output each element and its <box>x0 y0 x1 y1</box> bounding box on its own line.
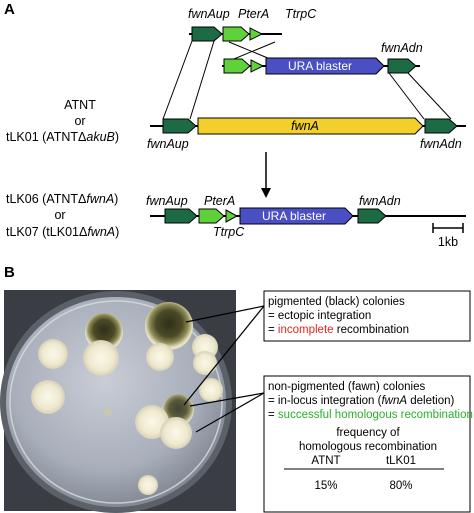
genome-label-fwnadn: fwnAdn <box>420 137 462 151</box>
fawn-colony-small <box>104 408 112 416</box>
scale-bar <box>432 223 464 233</box>
pterA-block <box>222 26 250 42</box>
fawn-info-box <box>263 375 471 513</box>
fawn-colony <box>199 378 223 402</box>
genome-fwnadn-block <box>424 118 458 134</box>
box2-line2: = in-locus integration (fwnA deletion) <box>268 395 455 407</box>
fwnaup-block <box>191 26 223 42</box>
freq-col-atnt: ATNT <box>311 455 340 467</box>
pointer-lines <box>183 305 265 433</box>
pigmented-colony-2 <box>145 302 193 350</box>
strain-tlk01: tLK01 (ATNTΔakuB) <box>6 130 119 144</box>
result-fwnadn-block <box>357 208 387 224</box>
recombination-lines <box>162 40 452 120</box>
fawn-colony <box>193 351 217 375</box>
freq-col-tlk01: tLK01 <box>386 455 416 467</box>
box2-line3: = successful homologous recombination <box>268 409 473 421</box>
pterA-block-2 <box>223 58 251 74</box>
result-label-fwnaup: fwnAup <box>146 194 188 208</box>
genome-fwnaup-block <box>162 118 197 134</box>
strain-tlk07: tLK07 (tLK01ΔfwnA) <box>6 225 119 239</box>
result-label-pterA: PterA <box>204 194 235 208</box>
result-label-ttrpC: TtrpC <box>213 225 245 239</box>
fwnadn-block <box>387 58 417 74</box>
fawn-colony <box>160 417 192 449</box>
pigmented-info-box <box>263 290 471 342</box>
ura-blaster-label: URA blaster <box>288 59 352 73</box>
genome-label-fwnaup: fwnAup <box>147 137 189 151</box>
petri-dish-photo <box>0 290 236 513</box>
strain-atnt: ATNT <box>64 98 96 112</box>
construct-label-fwnadn: fwnAdn <box>381 41 423 55</box>
fwna-gene-block <box>197 117 424 135</box>
fwna-gene-label: fwnA <box>291 119 319 133</box>
genome-locus: fwnA <box>150 117 466 135</box>
ura-blaster-block <box>265 57 385 75</box>
strain-tlk06: tLK06 (ATNTΔfwnA) <box>6 192 118 206</box>
fawn-colony <box>83 340 119 376</box>
result-pterA-block <box>198 208 225 224</box>
construct-second-row: URA blaster <box>222 57 420 75</box>
box2-line1: non-pigmented (fawn) colonies <box>268 381 426 393</box>
result-fwnaup-block <box>164 208 198 224</box>
fawn-colony <box>146 343 174 371</box>
result-ura-label: URA blaster <box>262 209 326 223</box>
panel-b-label: B <box>4 264 15 281</box>
strain-or-1: or <box>74 114 85 128</box>
freq-val-atnt: 15% <box>314 480 337 492</box>
construct-label-pterA: PterA <box>238 7 269 21</box>
result-locus: URA blaster <box>150 207 466 225</box>
strain-or-2: or <box>54 208 65 222</box>
freq-val-tlk01: 80% <box>389 480 412 492</box>
box1-line1: pigmented (black) colonies <box>268 296 405 308</box>
fawn-colony <box>38 339 68 369</box>
ttrpC-block <box>249 27 264 41</box>
freq-title-2: homologous recombination <box>299 441 437 453</box>
box1-line3: = incomplete recombination <box>268 324 409 336</box>
fawn-colony <box>138 475 158 495</box>
result-ura-block <box>239 207 354 225</box>
down-arrow <box>261 152 271 198</box>
construct-label-ttrpC: TtrpC <box>285 7 317 21</box>
box1-line2: = ectopic integration <box>268 310 371 322</box>
scale-bar-label: 1kb <box>438 235 458 249</box>
fawn-colony <box>31 380 65 414</box>
result-label-fwnadn: fwnAdn <box>359 194 401 208</box>
construct-top-row <box>189 26 282 42</box>
panel-a-label: A <box>4 1 15 18</box>
result-ttrpC-block <box>225 209 239 223</box>
freq-title-1: frequency of <box>336 427 400 439</box>
ttrpC-block-2 <box>250 59 265 73</box>
construct-label-fwnaup: fwnAup <box>188 7 230 21</box>
